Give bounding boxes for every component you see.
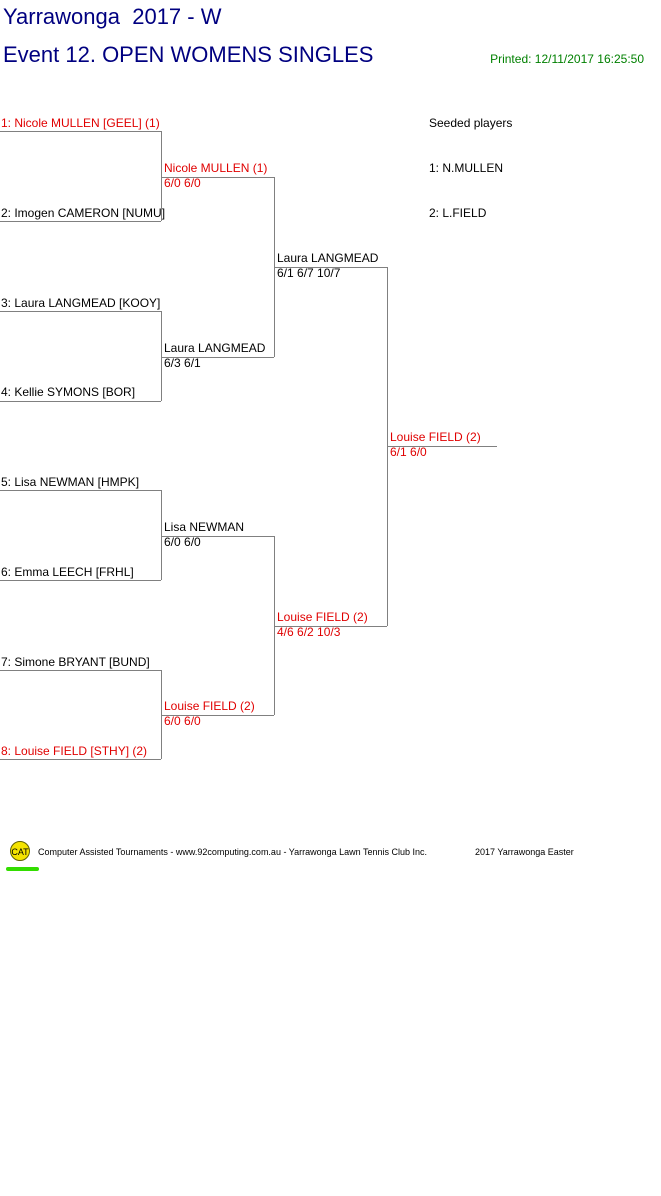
- bracket-line: [0, 490, 161, 491]
- bracket-line: [0, 221, 161, 222]
- footer-event: 2017 Yarrawonga Easter: [475, 847, 574, 857]
- footer-credit: Computer Assisted Tournaments - www.92co…: [38, 847, 428, 857]
- bracket-line: [274, 536, 275, 715]
- bracket-line: [0, 580, 161, 581]
- seeded-player-1: 1: N.MULLEN: [429, 161, 504, 175]
- bracket-line: [161, 311, 162, 401]
- bracket-line: [0, 131, 161, 132]
- r2-winner-2: Laura LANGMEAD: [164, 341, 266, 355]
- bracket-line: [161, 536, 274, 537]
- r3-winner-2: Louise FIELD (2): [277, 610, 368, 624]
- r1-player-1: 1: Nicole MULLEN [GEEL] (1): [1, 116, 160, 130]
- r3-winner-1: Laura LANGMEAD: [277, 251, 379, 265]
- event-title: Event 12. OPEN WOMENS SINGLES: [3, 42, 374, 67]
- bracket-line: [0, 311, 161, 312]
- champion-name: Louise FIELD (2): [390, 430, 481, 444]
- r1-player-2: 2: Imogen CAMERON [NUMU]: [1, 206, 166, 220]
- cat-logo: CAT: [10, 841, 30, 861]
- printed-timestamp: Printed: 12/11/2017 16:25:50: [490, 52, 644, 66]
- bracket-line: [161, 177, 274, 178]
- bracket-line: [0, 759, 161, 760]
- r2-score-2: 6/3 6/1: [164, 356, 201, 370]
- bracket-line: [0, 401, 161, 402]
- r1-player-8: 8: Louise FIELD [STHY] (2): [1, 744, 148, 758]
- r2-winner-4: Louise FIELD (2): [164, 699, 255, 713]
- seeded-players-heading: Seeded players: [429, 116, 513, 130]
- tournament-title: Yarrawonga 2017 - W: [3, 4, 222, 29]
- r1-player-4: 4: Kellie SYMONS [BOR]: [1, 385, 136, 399]
- bracket-line: [274, 626, 387, 627]
- r2-score-4: 6/0 6/0: [164, 714, 201, 728]
- r1-player-7: 7: Simone BRYANT [BUND]: [1, 655, 150, 669]
- bracket-line: [161, 357, 274, 358]
- bracket-line: [387, 446, 497, 447]
- r3-score-1: 6/1 6/7 10/7: [277, 266, 341, 280]
- r2-winner-1: Nicole MULLEN (1): [164, 161, 268, 175]
- bracket-line: [161, 131, 162, 221]
- seeded-player-2: 2: L.FIELD: [429, 206, 487, 220]
- r1-player-6: 6: Emma LEECH [FRHL]: [1, 565, 134, 579]
- bracket-line: [161, 490, 162, 580]
- r2-score-1: 6/0 6/0: [164, 176, 201, 190]
- logo-underline: [6, 867, 39, 871]
- r1-player-5: 5: Lisa NEWMAN [HMPK]: [1, 475, 140, 489]
- r3-score-2: 4/6 6/2 10/3: [277, 625, 341, 639]
- r2-score-3: 6/0 6/0: [164, 535, 201, 549]
- r2-winner-3: Lisa NEWMAN: [164, 520, 245, 534]
- champion-score: 6/1 6/0: [390, 445, 427, 459]
- r1-player-3: 3: Laura LANGMEAD [KOOY]: [1, 296, 161, 310]
- bracket-line: [274, 267, 387, 268]
- bracket-line: [0, 670, 161, 671]
- bracket-line: [161, 715, 274, 716]
- bracket-line: [161, 670, 162, 759]
